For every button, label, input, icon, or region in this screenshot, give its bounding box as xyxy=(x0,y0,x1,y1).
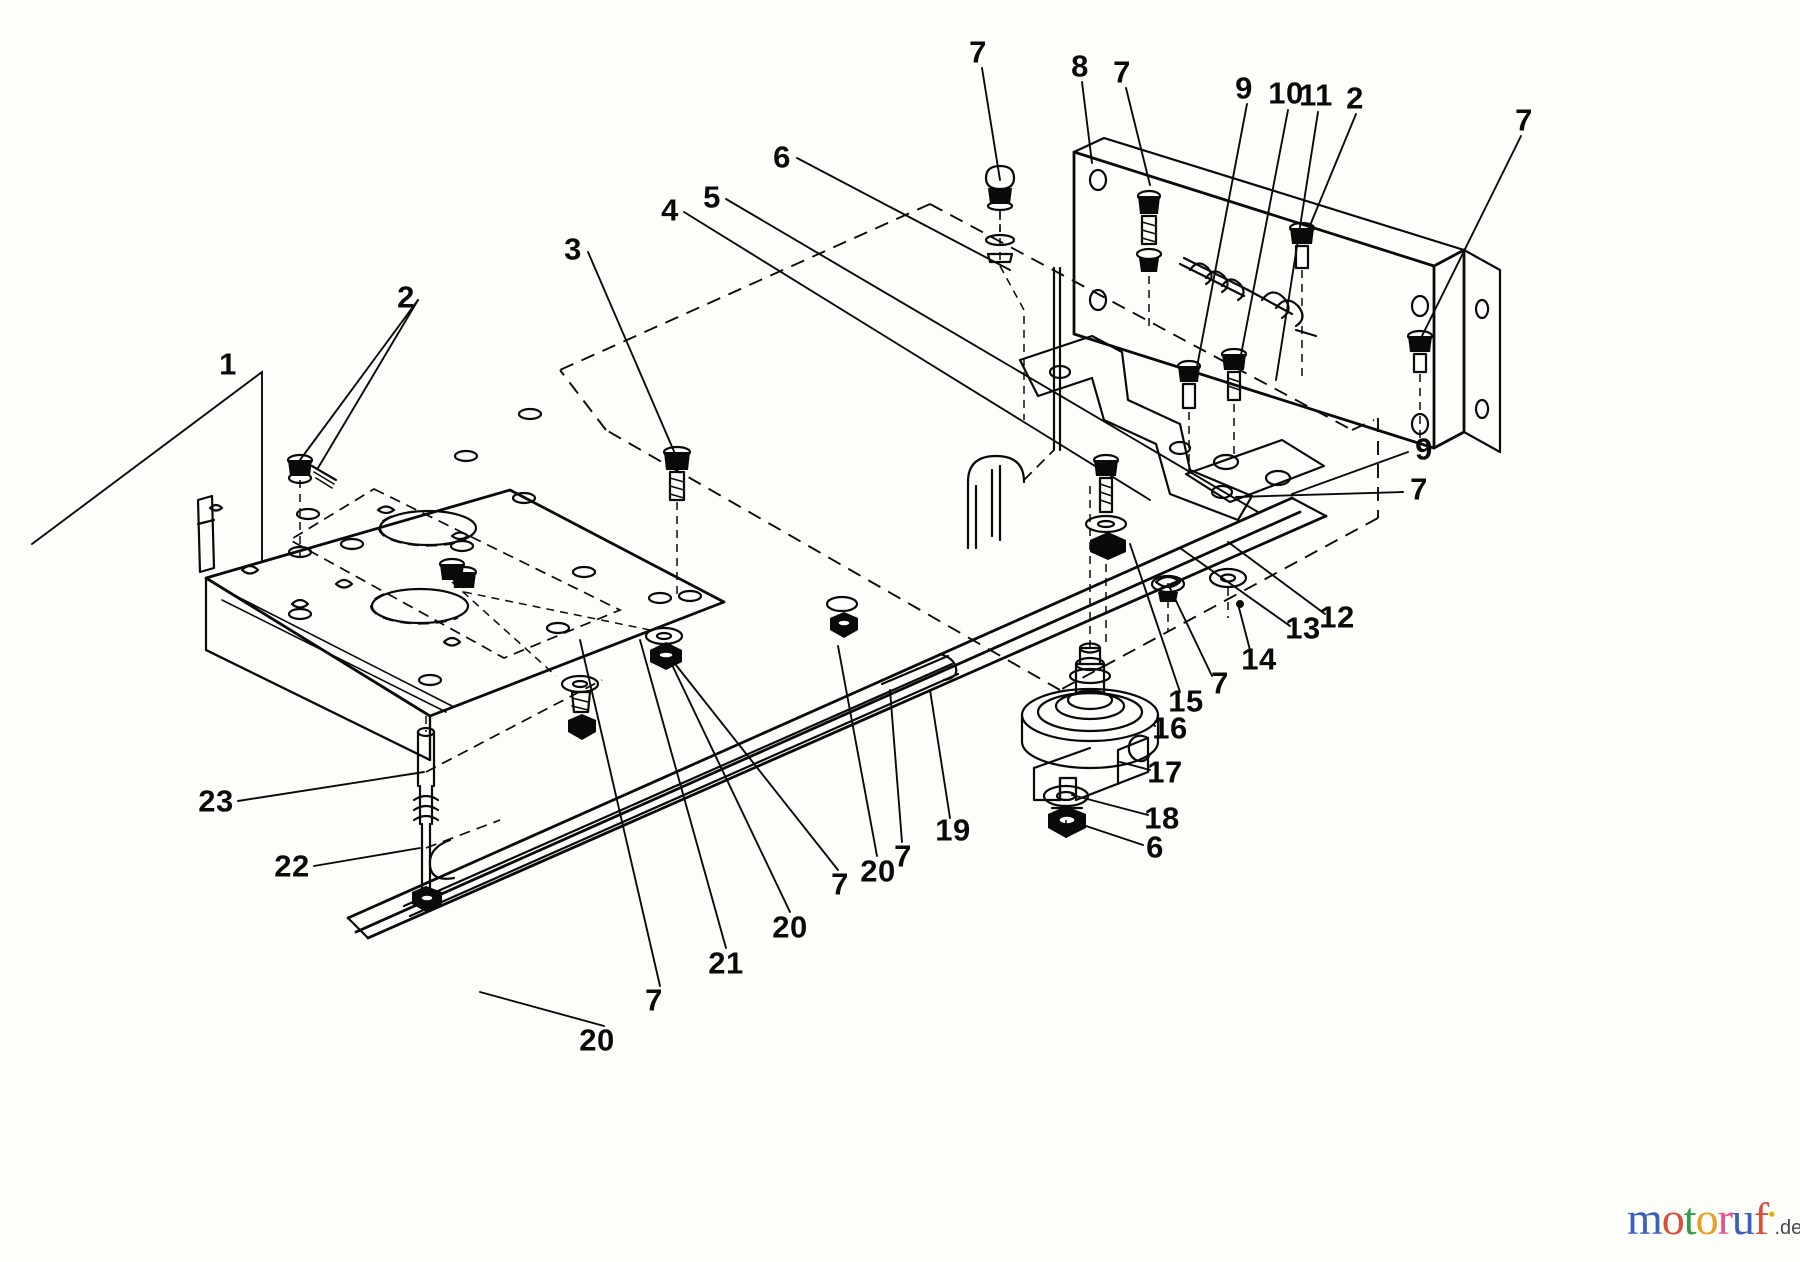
callout-number: 23 xyxy=(198,783,234,819)
callout-number: 7 xyxy=(1211,665,1229,701)
idler-pulley-assembly xyxy=(1020,480,1160,838)
callout-number: 17 xyxy=(1147,754,1183,790)
callout-number: 7 xyxy=(831,866,849,902)
fasteners xyxy=(286,164,1434,912)
callout-number: 12 xyxy=(1319,599,1355,635)
watermark-letter: m xyxy=(1627,1193,1663,1244)
watermark-letter: f xyxy=(1753,1193,1769,1244)
callout-number: 20 xyxy=(579,1022,615,1058)
callout-number: 14 xyxy=(1241,641,1277,677)
watermark-tld: .de xyxy=(1774,1217,1800,1239)
watermark-letter: r xyxy=(1717,1193,1733,1244)
watermark-dot-icon: ● xyxy=(1768,1206,1775,1221)
callout-number: 2 xyxy=(397,279,415,315)
callout-number: 7 xyxy=(645,982,663,1018)
watermark-letter: t xyxy=(1683,1193,1697,1244)
center-bracket xyxy=(966,266,1326,550)
callout-number: 9 xyxy=(1235,70,1253,106)
watermark-letter: u xyxy=(1731,1193,1755,1244)
callout-number: 8 xyxy=(1071,48,1089,84)
callout-number: 7 xyxy=(1515,102,1533,138)
callout-number: 11 xyxy=(1299,77,1333,113)
callout-number: 16 xyxy=(1152,710,1188,746)
callout-number: 9 xyxy=(1415,431,1433,467)
callout-number: 7 xyxy=(1113,54,1131,90)
callout-number: 20 xyxy=(772,909,808,945)
callout-number: 7 xyxy=(1410,471,1428,507)
callout-number: 18 xyxy=(1144,800,1180,836)
callout-number: 1 xyxy=(219,346,237,382)
callout-number: 4 xyxy=(661,192,679,228)
callout-number: 2 xyxy=(1346,80,1364,116)
callout-number: 19 xyxy=(935,812,971,848)
callout-number: 7 xyxy=(969,34,987,70)
callout-number: 3 xyxy=(564,231,582,267)
assembly-dash-paths xyxy=(299,212,1421,849)
callout-number: 5 xyxy=(703,179,721,215)
left-deck-plate xyxy=(196,407,726,762)
watermark-letter: o xyxy=(1695,1193,1719,1244)
callout-number: 7 xyxy=(894,838,912,874)
callout-number: 22 xyxy=(274,848,310,884)
callout-number: 13 xyxy=(1285,610,1321,646)
callout-number: 10 xyxy=(1268,75,1304,111)
callout-number: 6 xyxy=(773,139,791,175)
watermark-motoruf: motoruf●.de xyxy=(1627,1196,1800,1242)
callout-number: 21 xyxy=(708,945,744,981)
watermark-letter: o xyxy=(1661,1193,1685,1244)
callout-number: 15 xyxy=(1168,683,1204,719)
main-frame-outline xyxy=(346,203,1379,940)
callout-number: 6 xyxy=(1146,829,1164,865)
callout-number: 20 xyxy=(860,853,896,889)
leader-lines xyxy=(31,67,1522,1027)
